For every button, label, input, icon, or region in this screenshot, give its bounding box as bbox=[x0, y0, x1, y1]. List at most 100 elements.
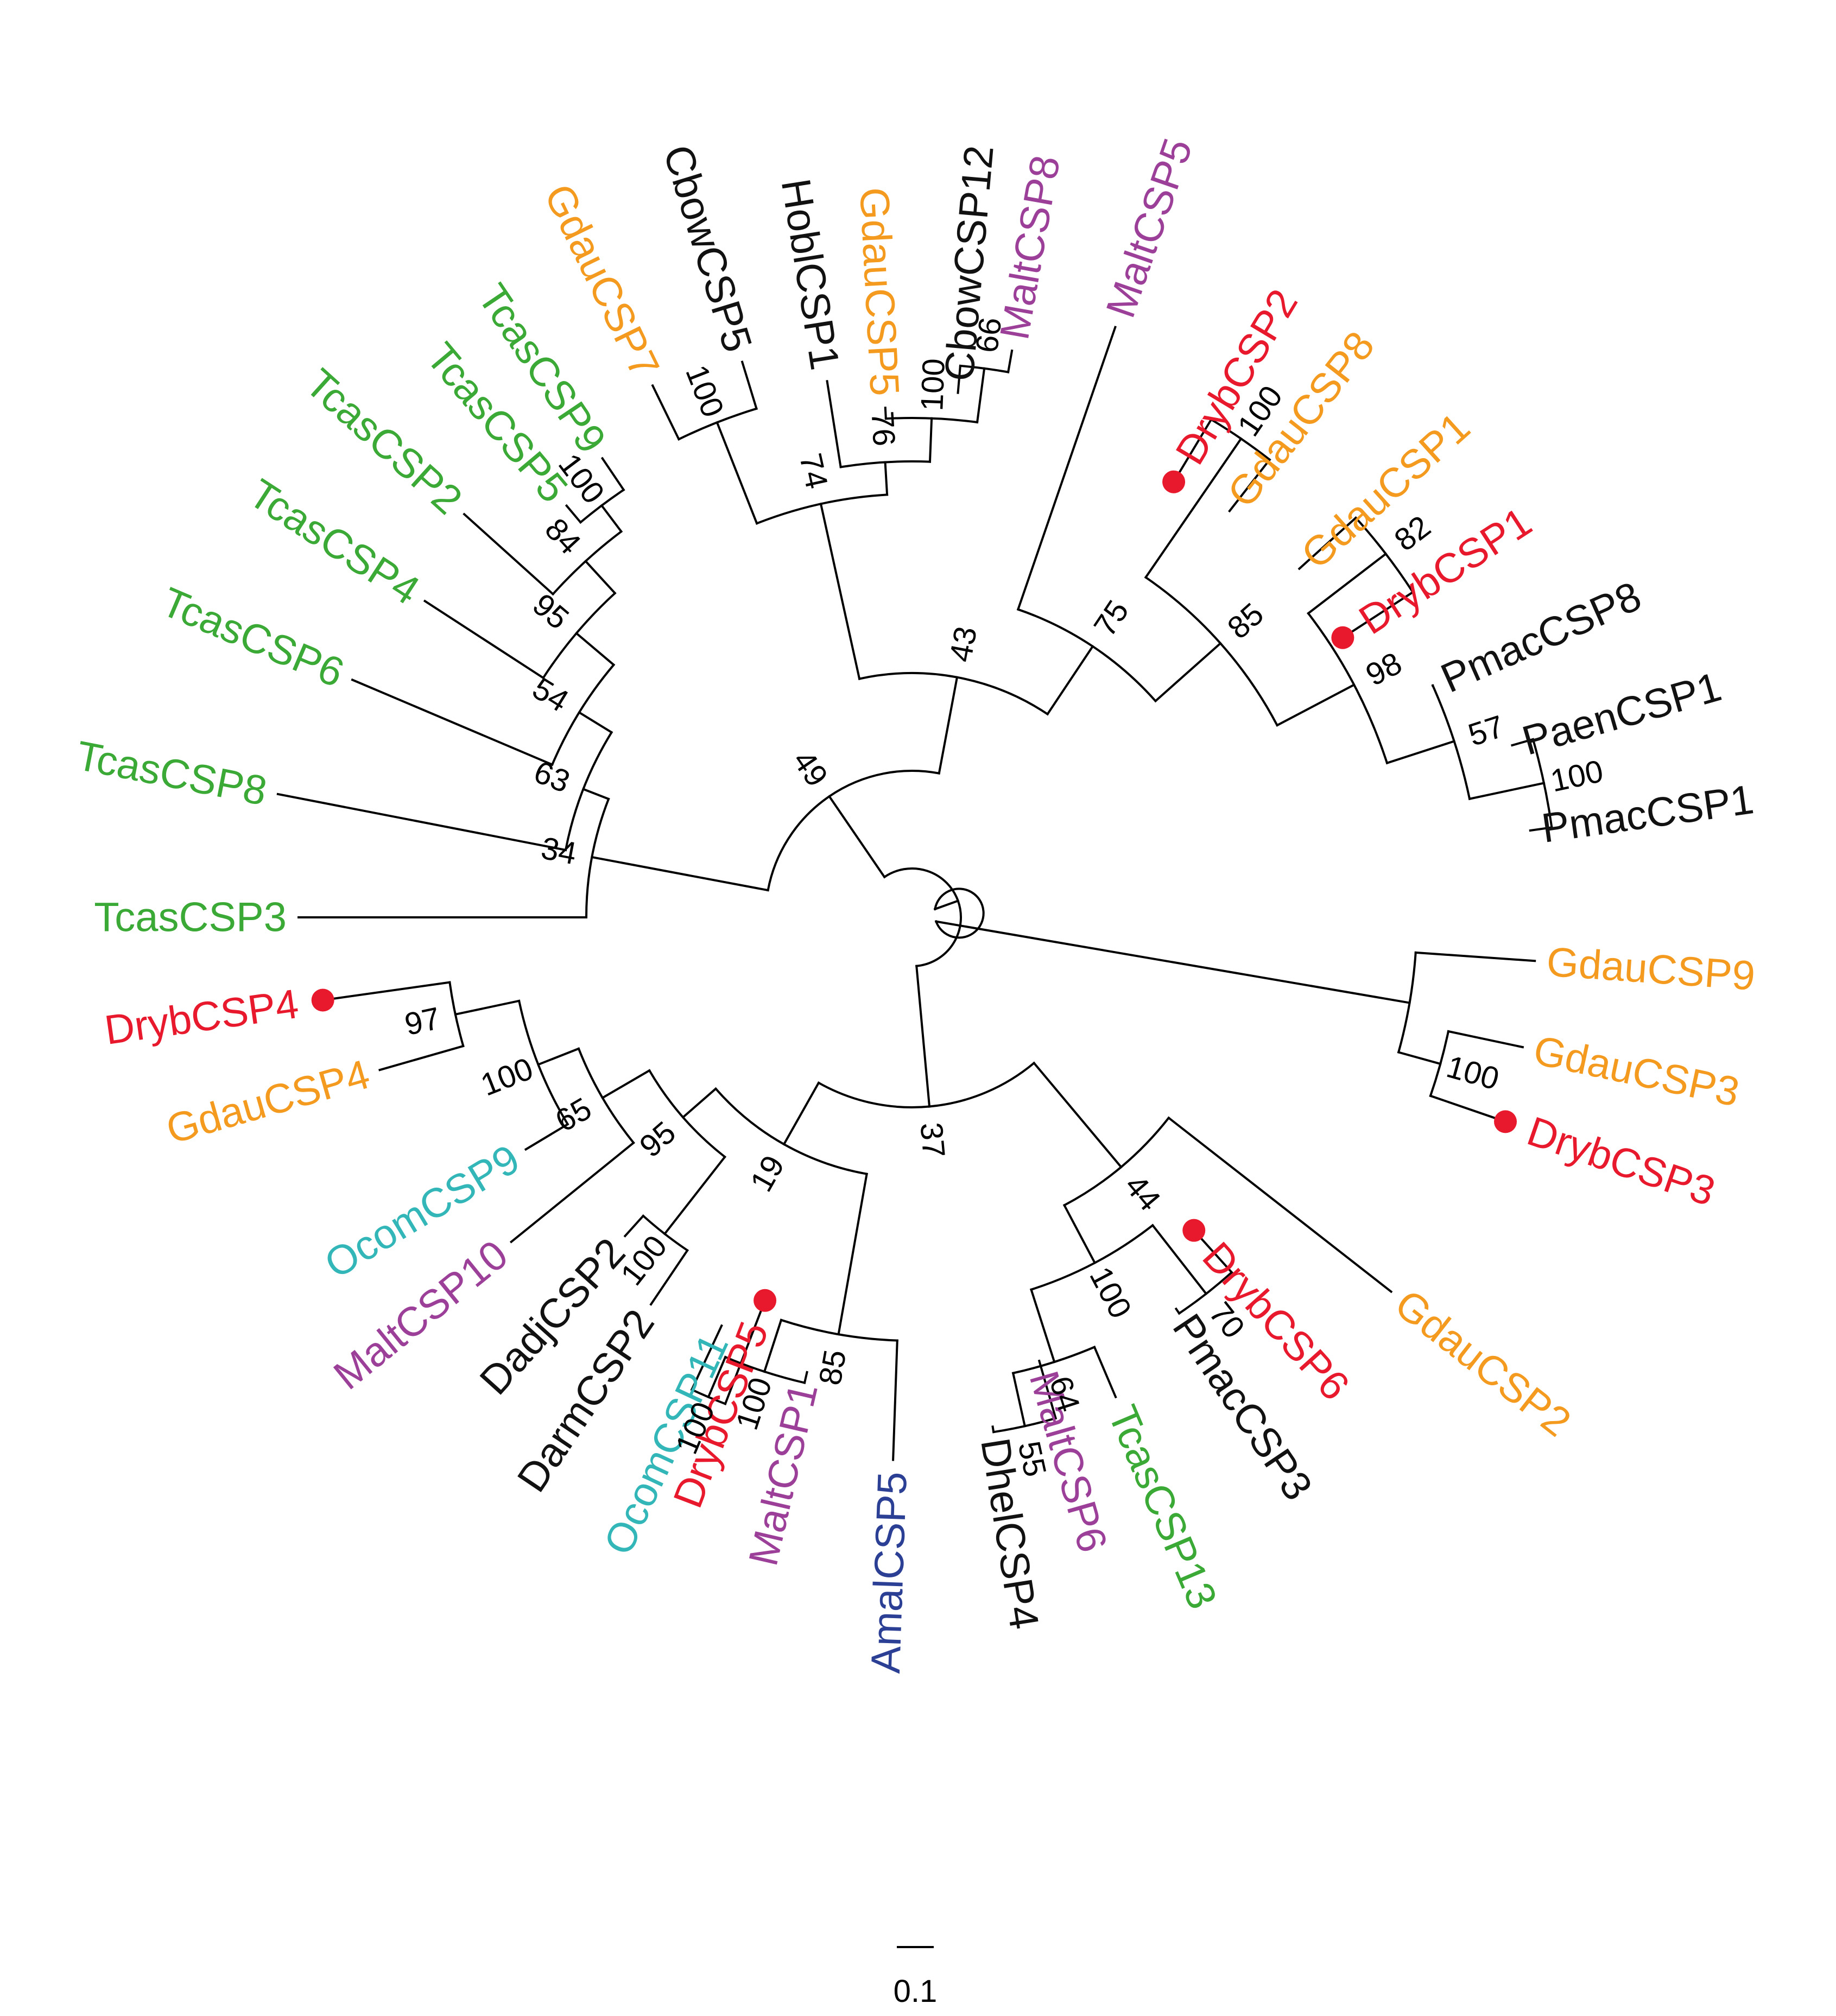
branch-g6 bbox=[591, 855, 769, 892]
leaf-label-amalcsp5: AmalCSP5 bbox=[863, 1471, 916, 1674]
branch-low bbox=[938, 676, 959, 775]
branch-leaf-1 bbox=[378, 1044, 465, 1072]
branch-g5 bbox=[581, 788, 610, 801]
branch-leaf-31 bbox=[740, 360, 758, 410]
node-arc-f4 bbox=[677, 407, 758, 441]
branch-leaf-19 bbox=[1529, 826, 1553, 832]
leaf-label-gdaucsp9: GdauCSP9 bbox=[1545, 939, 1756, 999]
node-arc-a1 bbox=[448, 981, 465, 1048]
branch-leaf-32 bbox=[651, 384, 681, 441]
bootstrap-d1: 100 bbox=[1443, 1049, 1503, 1096]
node-arc-e3 bbox=[1354, 516, 1415, 594]
branch-g3 bbox=[574, 631, 616, 667]
node-arc-c3 bbox=[1177, 1271, 1233, 1315]
branch-f4 bbox=[716, 421, 758, 525]
branch-leaf-34 bbox=[565, 504, 583, 524]
branch-leaf-20 bbox=[1510, 738, 1535, 747]
branch-a2 bbox=[536, 1047, 580, 1066]
branch-leaf-36 bbox=[423, 599, 545, 680]
bootstrap-a2: 100 bbox=[476, 1051, 538, 1103]
leaf-label-gdaucsp2: GdauCSP2 bbox=[1387, 1281, 1579, 1446]
bootstrap-g1: 100 bbox=[552, 447, 611, 510]
node-arc-e4 bbox=[1307, 612, 1389, 765]
bootstrap-e4: 98 bbox=[1360, 645, 1407, 693]
branch-g2 bbox=[584, 559, 617, 595]
leaf-label-tcascsp6: TcasCSP6 bbox=[155, 579, 351, 696]
branch-g1 bbox=[600, 504, 623, 534]
branch-leaf-13 bbox=[1174, 1307, 1181, 1315]
node-arc-rightA bbox=[883, 867, 963, 967]
bootstrap-f4: 100 bbox=[679, 360, 731, 422]
node-arc-e5 bbox=[1210, 418, 1271, 461]
branch-leaf-16 bbox=[1429, 1094, 1499, 1120]
branch-leaf-11 bbox=[1037, 1359, 1058, 1420]
node-arc-e1 bbox=[1531, 738, 1553, 829]
bootstrap-f1: 66 bbox=[969, 315, 1009, 354]
node-arc-c1 bbox=[992, 1417, 1058, 1434]
bootstrap-f2: 100 bbox=[914, 358, 952, 411]
node-arc-c2 bbox=[1011, 1346, 1096, 1374]
branch-a5 bbox=[681, 1087, 718, 1119]
bootstrap-e2: 57 bbox=[1464, 708, 1508, 753]
node-arc-e6 bbox=[1144, 575, 1279, 727]
bootstrap-c4: 100 bbox=[1082, 1261, 1138, 1324]
bootstrap-e3: 82 bbox=[1388, 509, 1437, 558]
node-arc-top bbox=[817, 1061, 1036, 1108]
branch-leaf-0 bbox=[330, 981, 451, 1000]
marker-dot bbox=[311, 988, 334, 1012]
branch-leaf-29 bbox=[884, 407, 887, 420]
bootstrap-f3: 76 bbox=[865, 410, 902, 447]
marker-dot bbox=[1494, 1110, 1517, 1133]
bootstrap-f5: 74 bbox=[793, 450, 834, 492]
branch-e2 bbox=[1385, 740, 1456, 765]
tree-labels: DrybCSP4GdauCSP4OcomCSP9MaltCSP10DadjCSP… bbox=[73, 133, 1757, 1675]
node-arc-a4 bbox=[642, 1214, 689, 1252]
node-arc-g4 bbox=[550, 663, 616, 766]
marker-dot bbox=[1182, 1219, 1206, 1242]
node-arc-d1 bbox=[1429, 1030, 1450, 1098]
node-arc-c5 bbox=[1062, 1116, 1170, 1207]
bootstrap-low: 43 bbox=[943, 624, 984, 664]
node-arc-d2 bbox=[1397, 951, 1417, 1054]
branch-e7 bbox=[1046, 644, 1094, 716]
branch-leaf-6 bbox=[690, 1324, 723, 1391]
leaf-label-tcascsp4: TcasCSP4 bbox=[240, 470, 427, 614]
branch-leaf-30 bbox=[826, 380, 842, 468]
bootstrap-ab: 19 bbox=[743, 1150, 791, 1197]
branch-f3 bbox=[884, 461, 889, 496]
branch-e1 bbox=[1468, 782, 1546, 801]
node-arc-g6 bbox=[585, 797, 610, 919]
branch-e3 bbox=[1307, 552, 1388, 615]
marker-dot bbox=[754, 1289, 777, 1312]
bootstrap-g4: 54 bbox=[527, 670, 575, 719]
node-arc-low bbox=[858, 672, 1049, 716]
branch-e5 bbox=[1144, 437, 1243, 579]
branch-b2 bbox=[763, 1318, 783, 1373]
branch-leaf-12 bbox=[1093, 1346, 1117, 1399]
branch-a4 bbox=[663, 1155, 727, 1235]
tree-branches bbox=[276, 326, 1553, 1461]
branch-leaf-17 bbox=[1447, 1030, 1524, 1049]
node-arc-f2 bbox=[884, 417, 979, 424]
branch-leaf-24 bbox=[1228, 458, 1271, 513]
branch-leaf-18 bbox=[1414, 951, 1536, 962]
branch-c4 bbox=[1062, 1203, 1097, 1265]
branch-b3 bbox=[837, 1172, 868, 1336]
bootstrap-c1: 55 bbox=[1011, 1438, 1053, 1480]
branch-f1 bbox=[976, 367, 986, 424]
branch-leaf-37 bbox=[351, 678, 554, 766]
node-arc-f5 bbox=[755, 493, 889, 525]
branch-leaf-35 bbox=[463, 512, 555, 596]
leaf-label-cbowcsp5: CbowCSP5 bbox=[654, 140, 761, 358]
branch-c5 bbox=[1032, 1061, 1123, 1169]
bootstrap-a5: 95 bbox=[633, 1114, 682, 1164]
branch-leaf-23 bbox=[1297, 516, 1358, 570]
node-arc-a5 bbox=[648, 1069, 727, 1159]
branch-c3 bbox=[1151, 1223, 1208, 1296]
branch-leaf-2 bbox=[524, 1123, 569, 1151]
branch-top bbox=[915, 965, 931, 1108]
leaf-label-drybcsp3: DrybCSP3 bbox=[1522, 1108, 1721, 1215]
leaf-label-paencsp1: PaenCSP1 bbox=[1517, 663, 1726, 764]
node-arc-ab bbox=[714, 1087, 868, 1176]
